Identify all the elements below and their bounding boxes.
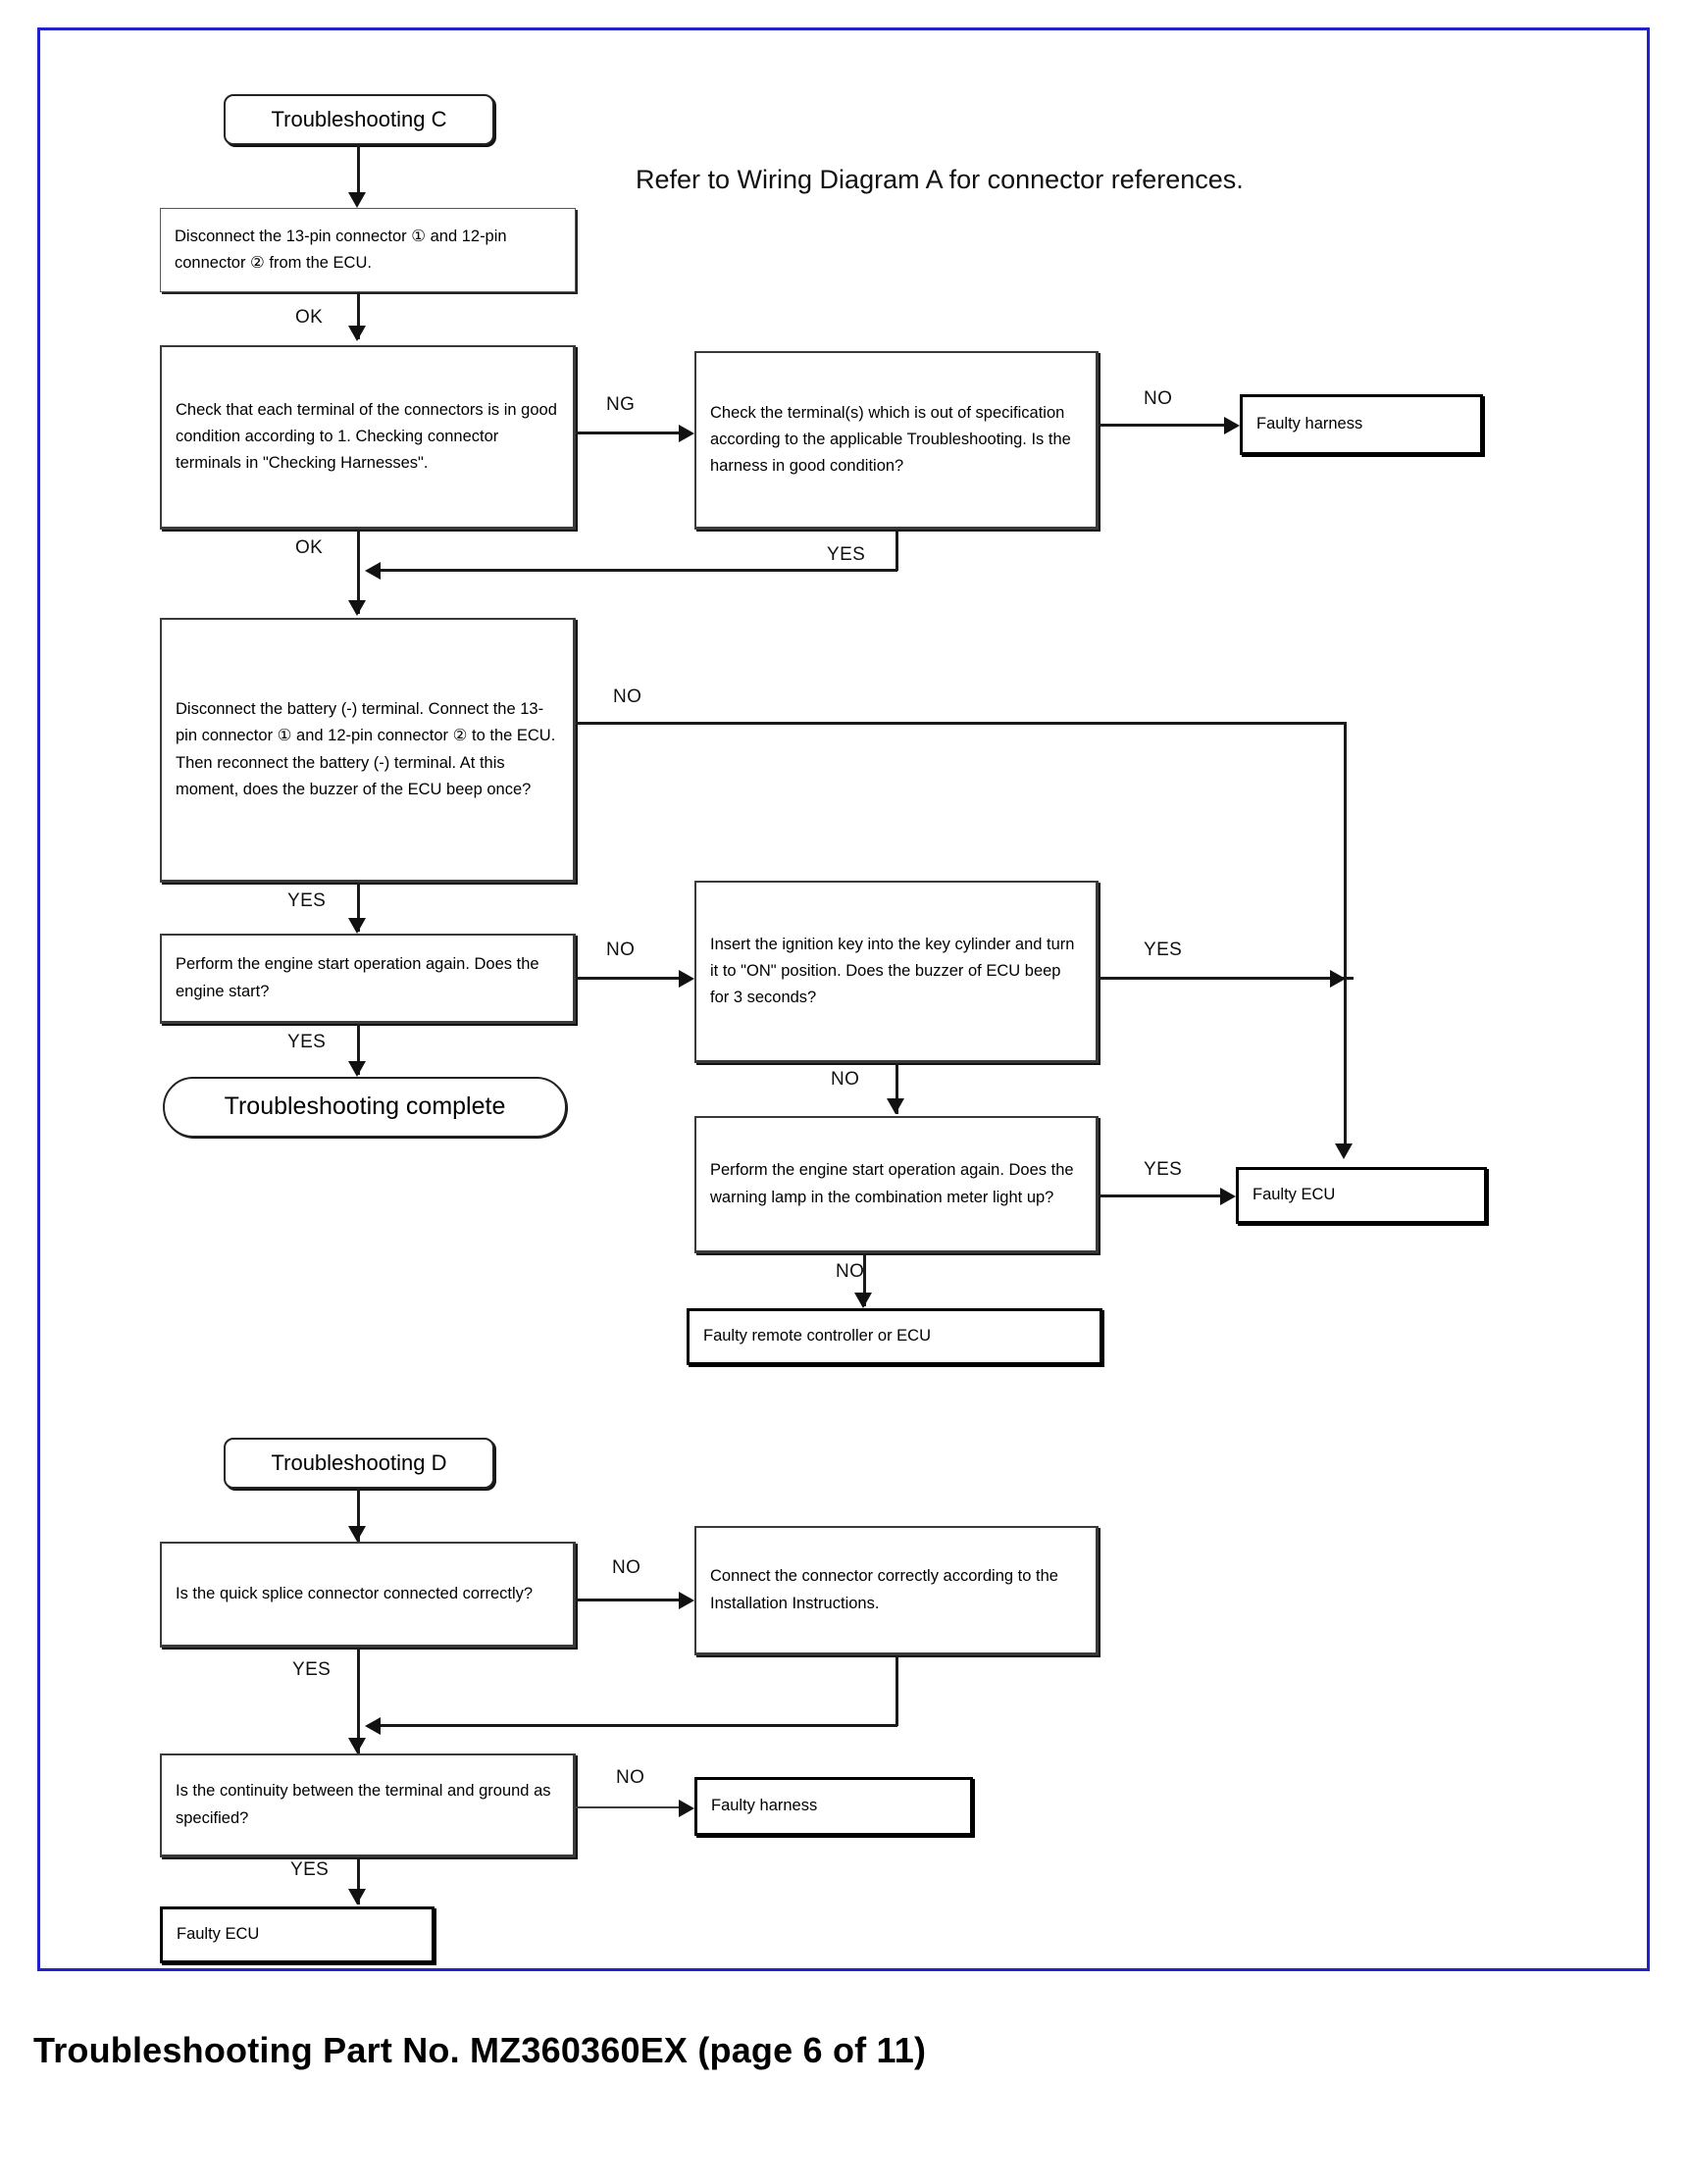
edge-label-ok-1: OK <box>295 307 324 328</box>
node-label: Faulty ECU <box>1253 1186 1336 1204</box>
arrow-right-icon <box>679 425 694 442</box>
node-troubleshooting-c-start[interactable]: Troubleshooting C <box>224 94 494 145</box>
edge-label-no-2: NO <box>613 686 642 707</box>
node-label: Faulty harness <box>711 1797 818 1815</box>
connector-line <box>576 977 683 980</box>
node-check-terminals[interactable]: Check that each terminal of the connecto… <box>160 345 576 530</box>
node-faulty-ecu-d[interactable]: Faulty ECU <box>160 1906 435 1963</box>
node-label: Check the terminal(s) which is out of sp… <box>710 403 1071 476</box>
connector-line <box>1344 722 1347 1147</box>
node-reconnect-battery[interactable]: Disconnect the battery (-) terminal. Con… <box>160 618 576 883</box>
node-faulty-harness-c[interactable]: Faulty harness <box>1240 394 1483 455</box>
node-warning-lamp[interactable]: Perform the engine start operation again… <box>694 1116 1099 1253</box>
node-connect-correctly[interactable]: Connect the connector correctly accordin… <box>694 1526 1099 1655</box>
node-label: Faulty harness <box>1256 415 1363 433</box>
connector-line <box>357 883 360 932</box>
arrow-left-icon <box>365 562 381 580</box>
arrow-right-icon <box>1224 417 1240 434</box>
edge-label-yes-5: YES <box>1144 1159 1183 1180</box>
edge-label-no-5: NO <box>836 1261 865 1282</box>
arrow-right-icon <box>1330 970 1346 988</box>
node-label: Connect the connector correctly accordin… <box>710 1567 1058 1612</box>
edge-label-yes-1: YES <box>827 544 866 565</box>
node-label: Is the continuity between the terminal a… <box>176 1782 551 1827</box>
edge-label-no-1: NO <box>1144 388 1173 409</box>
arrow-down-icon <box>348 1738 366 1753</box>
connector-line <box>357 1489 360 1542</box>
connector-line <box>576 432 683 434</box>
node-label: Insert the ignition key into the key cyl… <box>710 935 1075 1007</box>
connector-line <box>357 530 360 614</box>
node-quick-splice-connector[interactable]: Is the quick splice connector connected … <box>160 1542 576 1648</box>
arrow-left-icon <box>365 1717 381 1735</box>
arrow-down-icon <box>348 1061 366 1077</box>
node-label: Disconnect the 13-pin connector ① and 12… <box>175 227 507 272</box>
node-label: Disconnect the battery (-) terminal. Con… <box>176 700 556 798</box>
node-disconnect-connectors[interactable]: Disconnect the 13-pin connector ① and 12… <box>160 208 576 292</box>
arrow-down-icon <box>348 326 366 341</box>
node-label: Perform the engine start operation again… <box>710 1161 1074 1206</box>
arrow-down-icon <box>348 918 366 934</box>
connector-line <box>357 145 360 196</box>
arrow-right-icon <box>679 1800 694 1817</box>
connector-line <box>576 1599 683 1601</box>
node-faulty-ecu-c[interactable]: Faulty ECU <box>1236 1167 1487 1224</box>
page-caption: Troubleshooting Part No. MZ360360EX (pag… <box>33 2030 927 2070</box>
node-label: Perform the engine start operation again… <box>176 955 539 1000</box>
connector-line <box>895 1063 898 1114</box>
connector-line <box>576 722 1346 725</box>
node-troubleshooting-complete[interactable]: Troubleshooting complete <box>163 1077 567 1138</box>
edge-label-d-yes-2: YES <box>290 1859 330 1880</box>
connector-line <box>357 1857 360 1905</box>
node-continuity-check[interactable]: Is the continuity between the terminal a… <box>160 1753 576 1857</box>
edge-label-d-yes-1: YES <box>292 1659 332 1680</box>
node-ignition-key[interactable]: Insert the ignition key into the key cyl… <box>694 881 1099 1063</box>
arrow-right-icon <box>679 1592 694 1609</box>
arrow-down-icon <box>348 600 366 616</box>
edge-label-ok-2: OK <box>295 537 324 558</box>
node-label: Troubleshooting D <box>271 1449 447 1475</box>
node-troubleshooting-d-start[interactable]: Troubleshooting D <box>224 1438 494 1489</box>
connector-line <box>863 1253 866 1306</box>
connector-line <box>895 1655 898 1726</box>
arrow-down-icon <box>348 192 366 208</box>
connector-line <box>576 1806 683 1808</box>
node-label: Check that each terminal of the connecto… <box>176 400 557 473</box>
connector-line <box>371 1724 897 1727</box>
connector-line <box>357 292 360 339</box>
arrow-down-icon <box>854 1293 872 1308</box>
node-faulty-harness-d[interactable]: Faulty harness <box>694 1777 973 1836</box>
edge-label-yes-4: YES <box>1144 940 1183 960</box>
node-check-out-of-spec[interactable]: Check the terminal(s) which is out of sp… <box>694 351 1099 530</box>
wiring-diagram-note: Refer to Wiring Diagram A for connector … <box>636 165 1244 194</box>
connector-line <box>895 530 898 571</box>
arrow-right-icon <box>679 970 694 988</box>
edge-label-no-4: NO <box>831 1069 860 1090</box>
arrow-down-icon <box>1335 1143 1353 1159</box>
connector-line <box>1099 424 1228 427</box>
edge-label-d-no-2: NO <box>616 1767 645 1788</box>
node-engine-start[interactable]: Perform the engine start operation again… <box>160 934 576 1024</box>
connector-line <box>371 569 897 572</box>
arrow-down-icon <box>348 1526 366 1542</box>
edge-label-no-3: NO <box>606 940 636 960</box>
connector-line <box>1099 1194 1224 1197</box>
node-label: Faulty ECU <box>177 1925 260 1944</box>
node-label: Troubleshooting C <box>271 106 447 131</box>
node-label: Faulty remote controller or ECU <box>703 1327 931 1346</box>
arrow-down-icon <box>887 1098 904 1114</box>
node-faulty-remote-controller-or-ecu[interactable]: Faulty remote controller or ECU <box>687 1308 1102 1365</box>
connector-line <box>357 1648 360 1753</box>
arrow-down-icon <box>348 1889 366 1905</box>
node-label: Troubleshooting complete <box>224 1092 506 1121</box>
connector-line <box>357 1024 360 1075</box>
edge-label-yes-2: YES <box>287 890 327 911</box>
node-label: Is the quick splice connector connected … <box>176 1584 534 1602</box>
arrow-right-icon <box>1220 1188 1236 1205</box>
edge-label-d-no-1: NO <box>612 1557 641 1578</box>
edge-label-yes-3: YES <box>287 1032 327 1052</box>
connector-line <box>1099 977 1354 980</box>
edge-label-ng-1: NG <box>606 394 636 415</box>
